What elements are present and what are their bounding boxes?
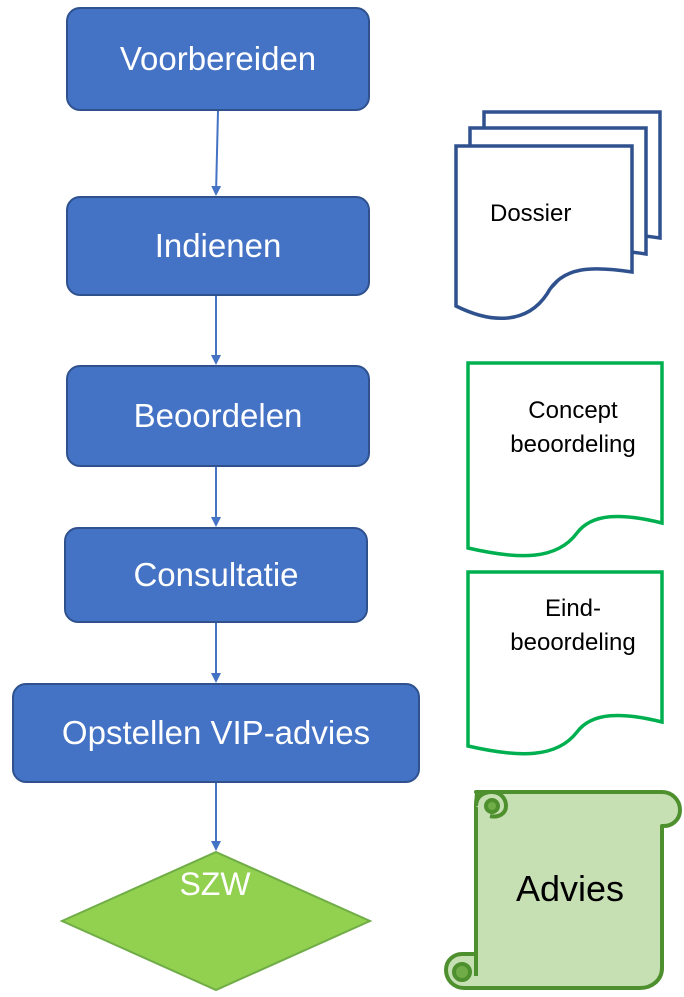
concept-document-shape (466, 361, 664, 558)
step-opstellen-vip-advies: Opstellen VIP-advies (12, 683, 420, 783)
eind-label-line1: Eind- (544, 595, 602, 622)
step-consultatie: Consultatie (64, 527, 368, 623)
step-indienen-label: Indienen (154, 227, 282, 264)
advies-label: Advies (515, 868, 625, 909)
decision-label: SZW (179, 866, 251, 902)
eind-label: Eind- beoordeling (468, 592, 678, 659)
step-beoordelen: Beoordelen (66, 365, 370, 467)
step-voorbereiden-label: Voorbereiden (119, 40, 317, 77)
concept-label: Concept beoordeling (468, 394, 678, 461)
arrow-voorbereiden-indienen (211, 110, 222, 196)
advies-scroll-shape (444, 790, 682, 990)
eind-document-shape (466, 570, 664, 756)
eind-label-line2: beoordeling (510, 628, 636, 656)
dossier-multidocument-shape (454, 110, 662, 321)
dossier-label: Dossier (490, 200, 572, 227)
step-voorbereiden: Voorbereiden (66, 7, 370, 111)
decision-diamond (59, 850, 373, 992)
step-indienen: Indienen (66, 196, 370, 296)
step-beoordelen-label: Beoordelen (133, 397, 303, 434)
concept-label-line1: Concept (528, 397, 618, 424)
step-consultatie-label: Consultatie (133, 556, 299, 593)
concept-label-line2: beoordeling (510, 430, 636, 458)
step-opstellen-label: Opstellen VIP-advies (61, 714, 371, 751)
